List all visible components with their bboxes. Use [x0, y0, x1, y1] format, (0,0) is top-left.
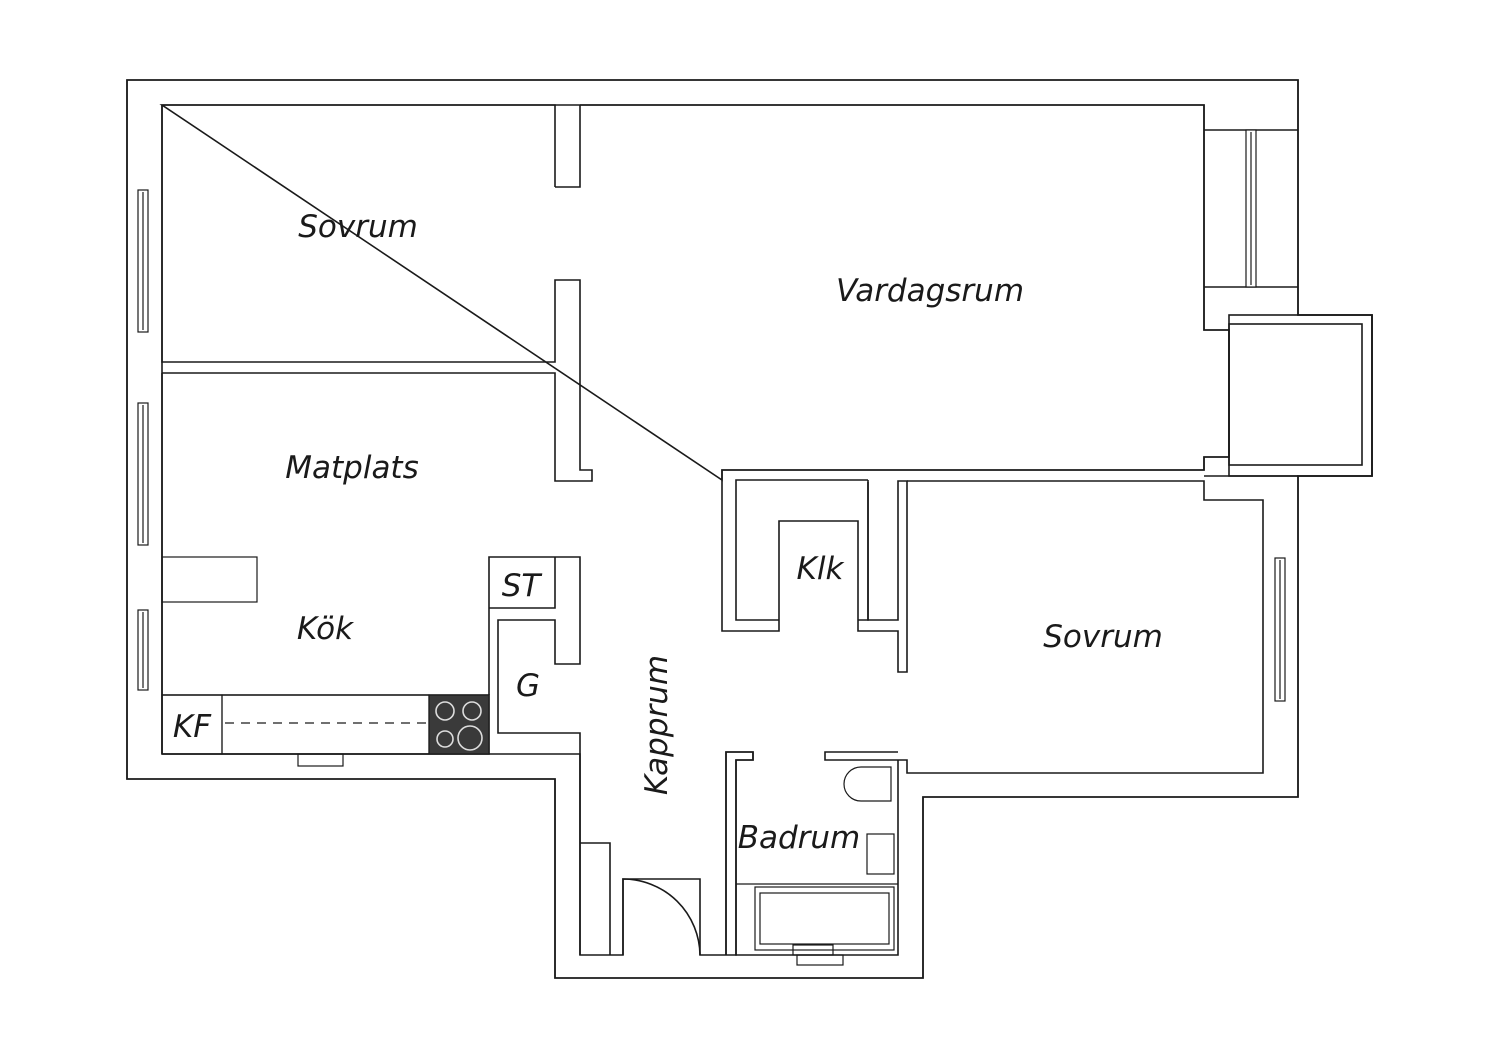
bathtub-inner — [759, 892, 890, 945]
label-sovrum-2: Sovrum — [1043, 619, 1163, 655]
klk-outline — [721, 480, 908, 673]
label-badrum: Badrum — [738, 820, 861, 856]
bathtub-outer — [754, 886, 895, 951]
label-kapprum: Kapprum — [639, 655, 675, 795]
burner-2 — [462, 701, 482, 721]
window-east-2 — [1274, 557, 1286, 702]
label-sovrum-1: Sovrum — [298, 209, 418, 245]
counter-run — [221, 694, 430, 755]
window-east-1 — [1245, 129, 1257, 288]
window-west-2 — [137, 402, 149, 546]
balcony-inner — [1228, 323, 1363, 466]
label-matplats: Matplats — [285, 450, 419, 486]
sovrum-1-door-jamb — [555, 105, 581, 188]
label-klk: Klk — [797, 551, 845, 587]
label-vardagsrum: Vardagsrum — [836, 273, 1024, 309]
burner-1 — [435, 701, 455, 721]
sovrum-1-outline — [161, 104, 593, 482]
badrum-outline — [725, 751, 899, 956]
bath-drain-stub — [796, 954, 844, 966]
label-kf: KF — [173, 709, 212, 745]
klk-inner — [735, 479, 869, 621]
label-kok: Kök — [297, 611, 354, 647]
window-west-3 — [137, 609, 149, 691]
sovrum-2-outline — [824, 480, 1264, 774]
sink — [866, 833, 895, 875]
vardagsrum-outline — [580, 104, 1229, 480]
counter-block — [161, 556, 258, 603]
burner-3 — [436, 730, 454, 748]
stove — [428, 694, 490, 755]
toilet — [843, 766, 892, 802]
st-box — [489, 557, 556, 609]
entrance-jamb — [580, 842, 611, 955]
entrance-door — [622, 878, 701, 956]
label-g: G — [516, 668, 540, 704]
counter-fan — [297, 753, 344, 767]
window-west-1 — [137, 189, 149, 333]
burner-4 — [457, 725, 483, 751]
st-cabinet — [488, 556, 581, 955]
label-st: ST — [502, 568, 543, 604]
